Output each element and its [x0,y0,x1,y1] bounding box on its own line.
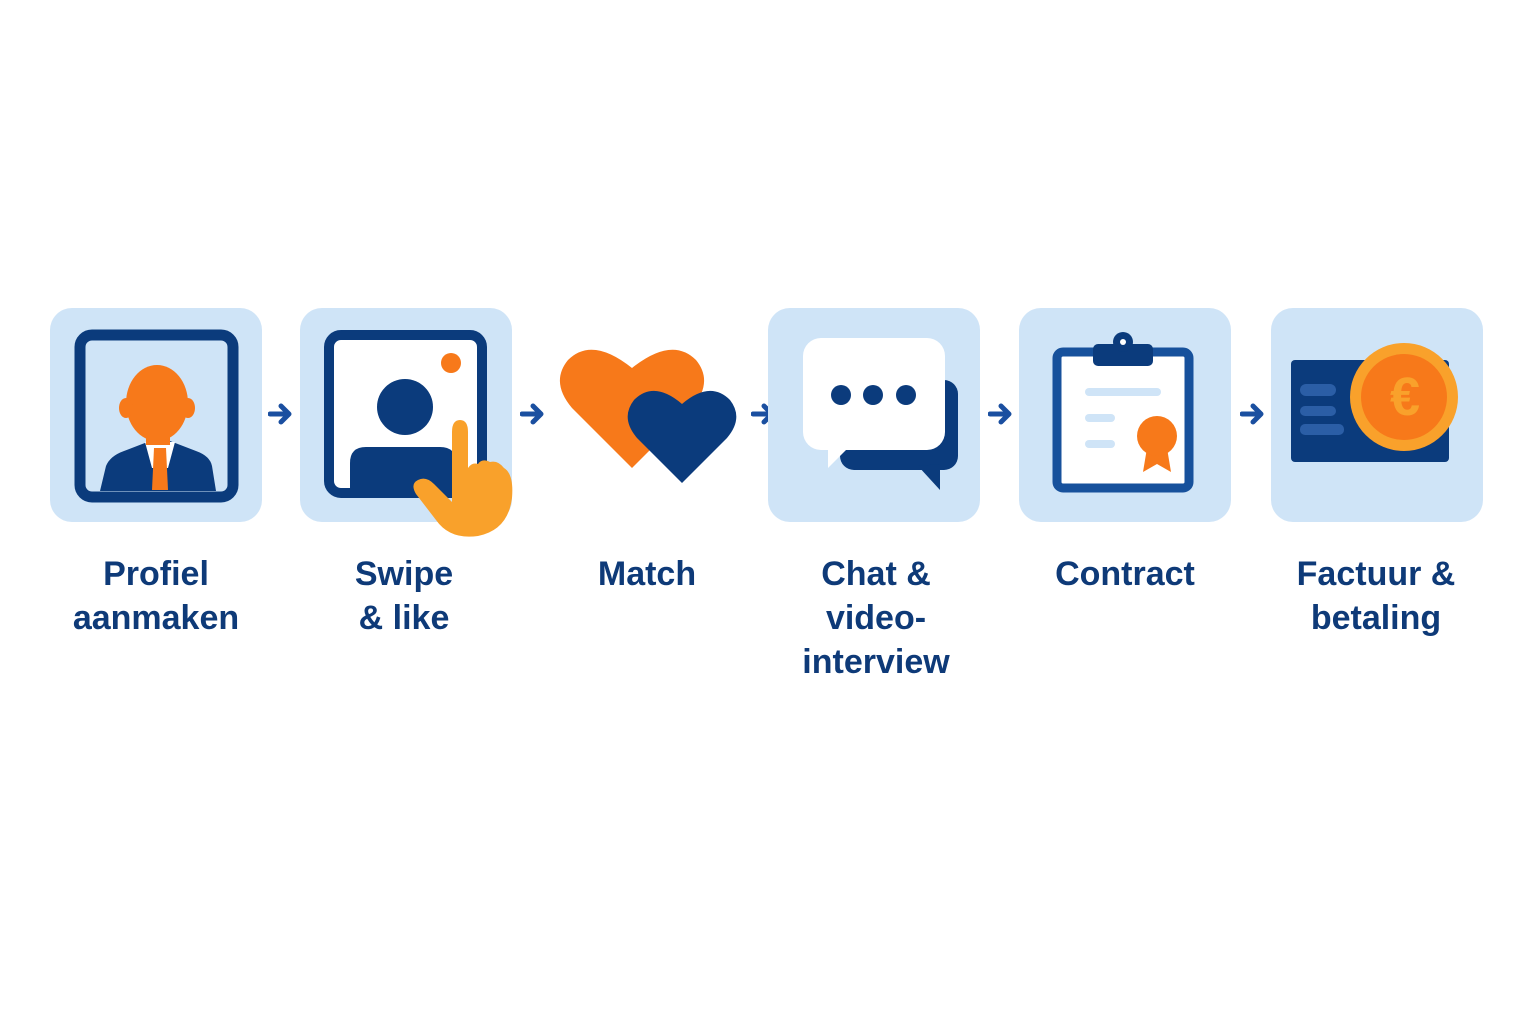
label-line: & like [358,599,450,637]
label-line: Contract [1055,555,1195,593]
hearts-icon [559,349,737,483]
step-match [542,308,754,522]
step-label: Swipe & like [284,552,524,640]
arrow-right-icon [267,402,294,426]
step-profile-tile [50,308,262,522]
step-label: Chat & video-interview [756,552,996,684]
euro-symbol: € [1390,367,1420,427]
step-contract-tile [1019,308,1231,522]
profile-icon [74,329,239,503]
step-label: Factuur & betaling [1256,552,1496,640]
step-label: Match [527,552,767,596]
label-line: betaling [1310,599,1442,637]
label-line: Factuur & [1296,555,1456,593]
step-payment-tile: € [1271,308,1483,522]
arrow-right-icon [1239,402,1266,426]
label-line: interview [802,643,950,681]
label-line: Profiel [103,555,209,593]
clipboard-contract-icon [1052,332,1194,493]
chat-bubbles-icon [803,338,958,490]
swipe-hand-icon [324,330,513,537]
label-line: video- [825,599,927,637]
label-line: Swipe [354,555,454,593]
label-line: aanmaken [72,599,240,637]
arrow-right-icon [987,402,1014,426]
step-swipe-tile [300,308,513,537]
step-label: Contract [1005,552,1245,596]
euro-payment-icon: € [1291,343,1458,462]
label-line: Match [597,555,697,593]
arrow-right-icon [519,402,546,426]
step-chat-tile [768,308,980,522]
label-line: Chat & [821,555,931,593]
step-label: Profiel aanmaken [36,552,276,640]
